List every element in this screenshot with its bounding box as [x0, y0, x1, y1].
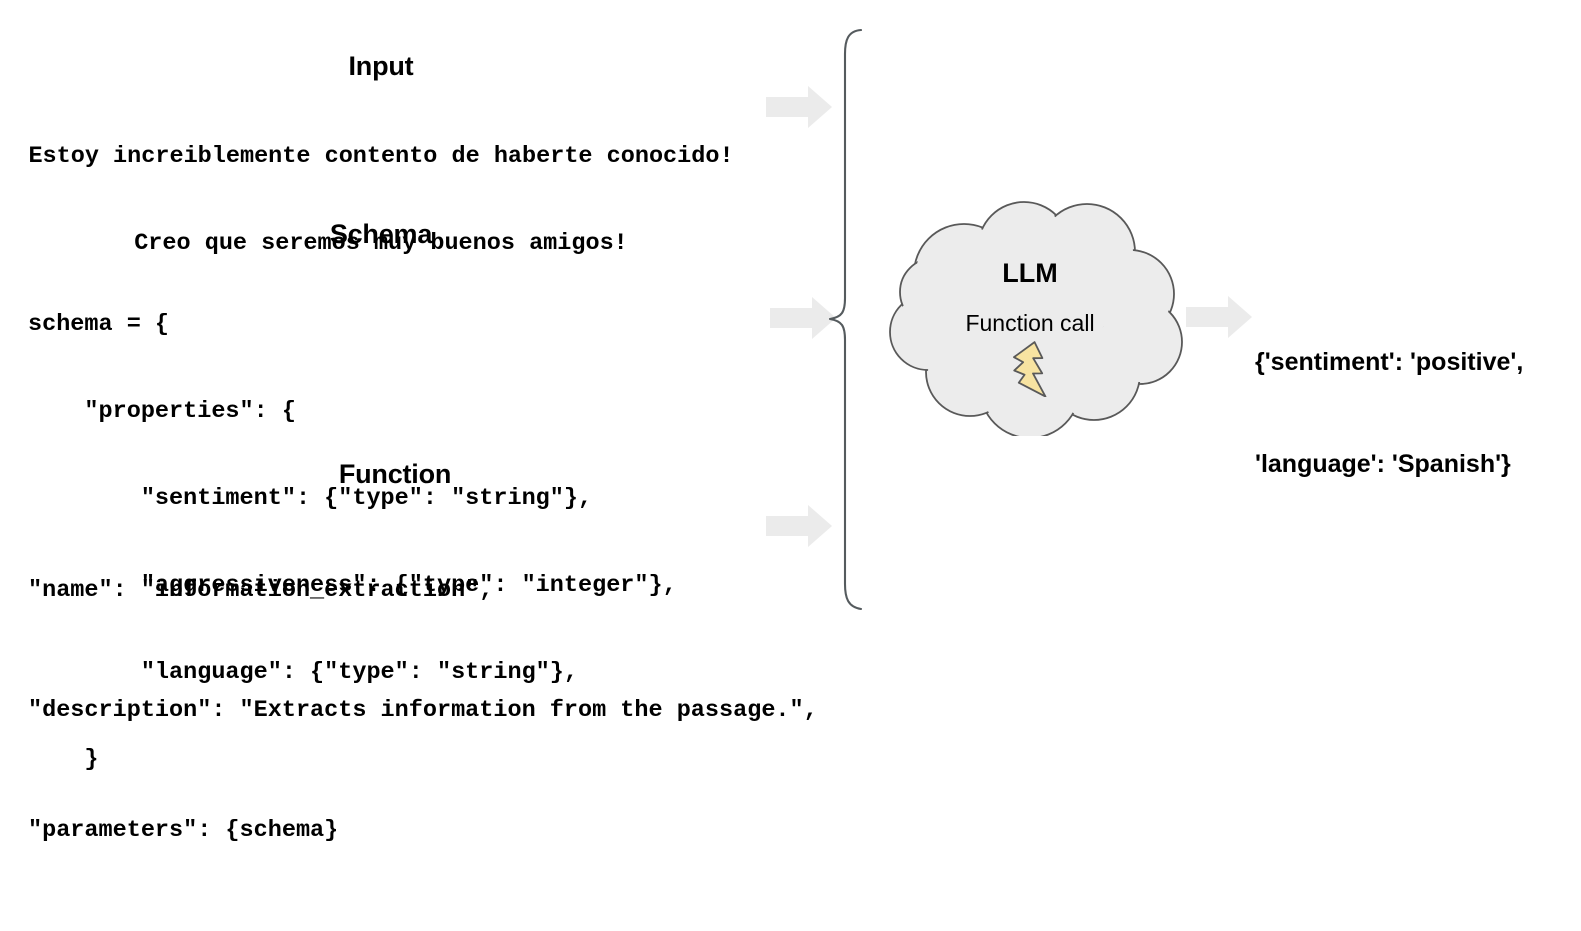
function-line: "name": "information_extraction",	[28, 577, 494, 604]
lightning-bolt-icon	[1009, 341, 1063, 398]
schema-line: "aggressiveness": {"type": "integer"},	[28, 572, 677, 599]
schema-line: schema = {	[28, 311, 170, 338]
arrow-head	[1228, 296, 1252, 338]
schema-section-heading: Schema	[329, 219, 433, 249]
arrow-function-to-llm	[766, 505, 832, 547]
arrow-shaft	[766, 97, 808, 117]
cloud-shape-icon	[889, 201, 1183, 439]
function-line: "parameters": {schema}	[28, 817, 339, 844]
arrow-shaft	[766, 516, 808, 536]
arrow-shaft	[1186, 307, 1228, 327]
function-code-block: "name": "information_extraction", "descr…	[28, 491, 818, 931]
llm-cloud-node: LLM Function call	[872, 196, 1188, 439]
arrow-shaft	[770, 308, 812, 328]
input-section-heading: Input	[348, 51, 414, 81]
output-line: 'language': 'Spanish'}	[1255, 450, 1511, 478]
arrow-input-to-llm	[766, 86, 832, 128]
input-line: Creo que seremos muy buenos amigos!	[134, 230, 628, 257]
arrow-head	[808, 505, 832, 547]
schema-line: "sentiment": {"type": "string"},	[28, 485, 593, 512]
function-section-heading: Function	[338, 459, 452, 489]
diagram-canvas: Input Estoy increiblemente contento de h…	[0, 22, 1575, 844]
lightning-bolt-glyph	[1013, 341, 1047, 398]
schema-line: "properties": {	[28, 398, 296, 425]
function-line: "description": "Extracts information fro…	[28, 697, 818, 724]
output-line: {'sentiment': 'positive',	[1255, 348, 1524, 376]
llm-subtitle: Function call	[965, 310, 1095, 336]
input-line: Estoy increiblemente contento de haberte…	[28, 143, 734, 170]
input-text-block: Estoy increiblemente contento de haberte…	[0, 84, 762, 316]
grouping-brace-svg	[828, 28, 863, 611]
output-result-text: {'sentiment': 'positive', 'language': 'S…	[1255, 277, 1575, 549]
arrow-llm-to-output	[1186, 296, 1252, 338]
grouping-brace	[828, 22, 872, 622]
arrow-head	[808, 86, 832, 128]
llm-title: LLM	[1002, 258, 1058, 288]
arrow-schema-to-llm	[770, 297, 836, 339]
